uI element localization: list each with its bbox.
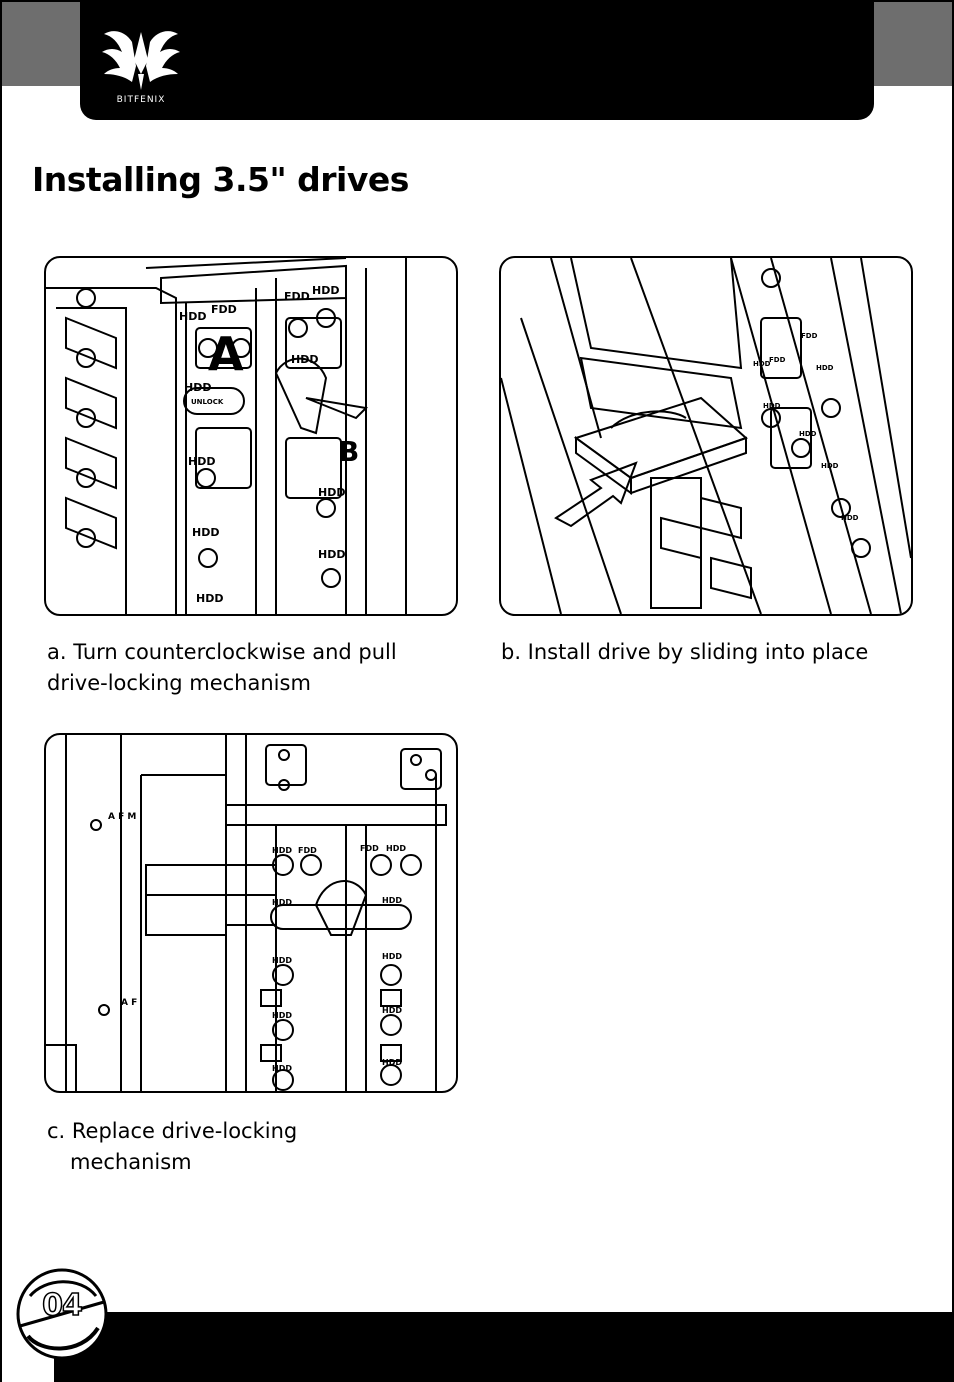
page-title: Installing 3.5" drives <box>32 160 409 199</box>
c-afm-label: A F M <box>108 812 136 822</box>
page-frame-left <box>0 0 2 1382</box>
b-fdd-label-1: FDD <box>769 356 786 364</box>
step-c-illustration: HDD FDD FDD HDD HDD HDD HDD HDD HDD HDD … <box>44 733 458 1093</box>
c-af-label: A F <box>121 998 137 1008</box>
c-hdd-label-4: HDD <box>382 896 402 905</box>
c-hdd-label-2: HDD <box>386 844 406 853</box>
bitfenix-logo-icon: BITFENIX <box>102 31 180 105</box>
b-hdd-label-2: HDD <box>816 364 834 372</box>
c-hdd-label-9: HDD <box>272 1064 292 1073</box>
a-step-letter-a: A <box>208 327 244 381</box>
step-a-caption-line1: a. Turn counterclockwise and pull <box>47 640 397 664</box>
step-c-caption-line1: c. Replace drive-locking <box>47 1119 298 1143</box>
a-fdd-label-1: FDD <box>211 303 237 316</box>
page-number: 04 <box>41 1287 83 1324</box>
a-hdd-label-2: HDD <box>312 284 339 297</box>
c-fdd-label-2: FDD <box>360 844 379 853</box>
c-hdd-label-3: HDD <box>272 898 292 907</box>
step-a-drawing: HDD FDD FDD HDD HDD HDD HDD HDD HDD HDD … <box>46 258 407 614</box>
b-hdd-label-6: HDD <box>841 514 859 522</box>
a-step-letter-b: B <box>338 435 359 468</box>
c-hdd-label-10: HDD <box>382 1058 402 1067</box>
b-fdd-label-2: FDD <box>801 332 818 340</box>
step-c-caption-line2: mechanism <box>70 1150 192 1174</box>
b-hdd-label-3: HDD <box>763 402 781 410</box>
header-accent-left <box>2 2 80 86</box>
step-c-caption: c. Replace drive-locking mechanism <box>47 1116 297 1178</box>
a-hdd-label-7: HDD <box>196 592 223 605</box>
c-hdd-label-5: HDD <box>272 956 292 965</box>
a-hdd-label-5: HDD <box>188 455 215 468</box>
page-number-badge-icon <box>16 1268 108 1360</box>
b-hdd-label-5: HDD <box>821 462 839 470</box>
a-hdd-label-8: HDD <box>318 486 345 499</box>
brand-wordmark: BITFENIX <box>117 95 166 105</box>
step-c-drawing: HDD FDD FDD HDD HDD HDD HDD HDD HDD HDD … <box>46 735 447 1091</box>
a-lock-label: UNLOCK <box>191 398 224 406</box>
step-b-caption: b. Install drive by sliding into place <box>501 640 869 664</box>
header-accent-right <box>874 2 952 86</box>
c-hdd-label-7: HDD <box>272 1011 292 1020</box>
step-a-illustration: HDD FDD FDD HDD HDD HDD HDD HDD HDD HDD … <box>44 256 458 616</box>
b-hdd-label-4: HDD <box>799 430 817 438</box>
a-hdd-label-1: HDD <box>179 310 206 323</box>
step-a-caption: a. Turn counterclockwise and pull drive-… <box>47 637 397 699</box>
b-hdd-label-1: HDD <box>753 360 771 368</box>
step-a-caption-line2: drive-locking mechanism <box>47 671 311 695</box>
c-hdd-label-8: HDD <box>382 1006 402 1015</box>
footer-bar <box>54 1312 954 1382</box>
a-hdd-label-3: HDD <box>184 381 211 394</box>
a-hdd-label-9: HDD <box>318 548 345 561</box>
c-fdd-label-1: FDD <box>298 846 317 855</box>
c-hdd-label-1: HDD <box>272 846 292 855</box>
step-b-drawing: HDD FDD FDD HDD HDD HDD HDD HDD <box>501 258 911 614</box>
a-hdd-label-6: HDD <box>192 526 219 539</box>
step-b-illustration: HDD FDD FDD HDD HDD HDD HDD HDD <box>499 256 913 616</box>
header-bar <box>80 0 874 120</box>
a-fdd-label-2: FDD <box>284 290 310 303</box>
c-hdd-label-6: HDD <box>382 952 402 961</box>
page-frame-right <box>952 0 954 1382</box>
a-hdd-label-4: HDD <box>291 353 318 366</box>
